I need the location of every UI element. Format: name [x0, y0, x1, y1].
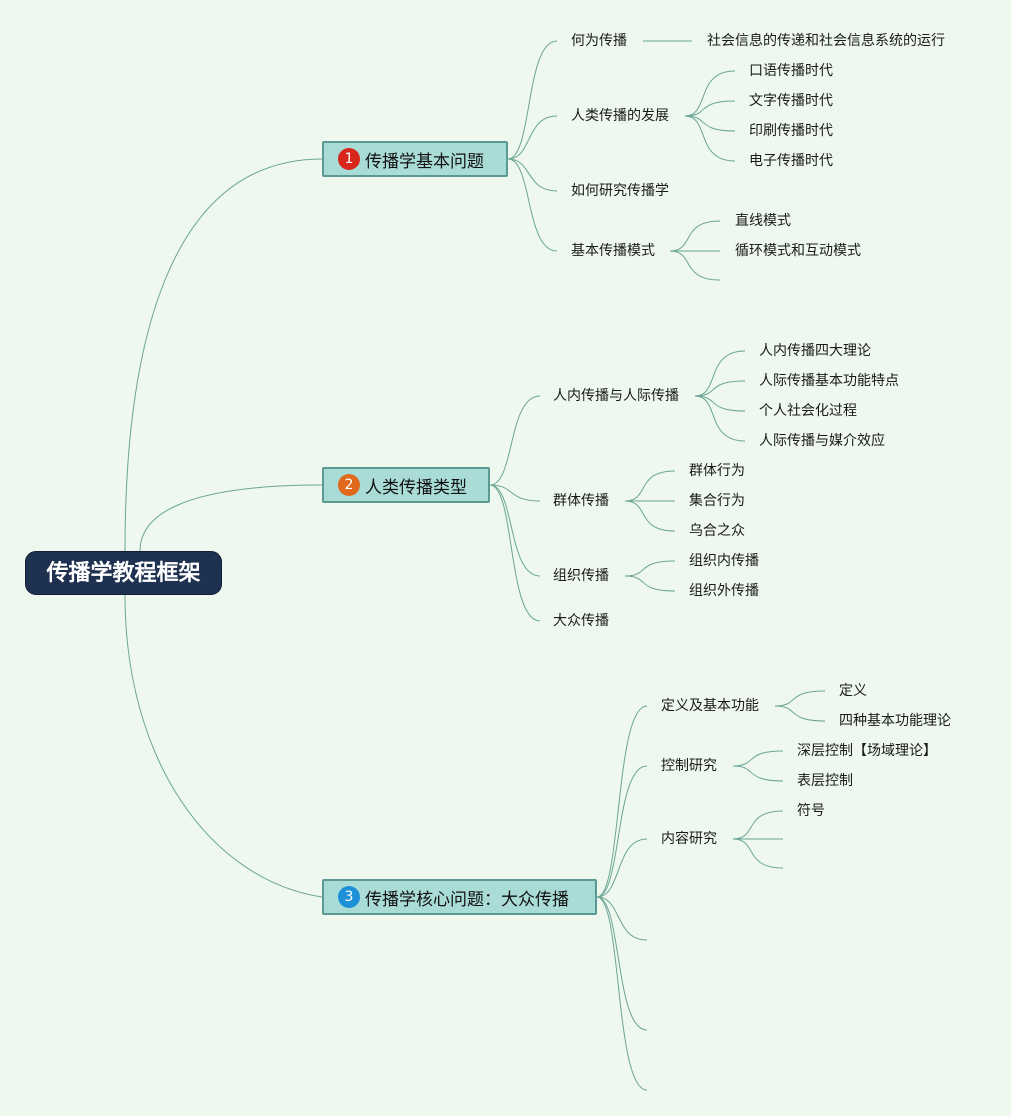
leaf-item[interactable]: 口语传播时代	[749, 63, 833, 79]
topic-communication-types[interactable]: 2 人类传播类型	[322, 467, 490, 503]
connector-topic3-sub3	[596, 896, 648, 941]
subtopic-content-research[interactable]: 内容研究	[661, 831, 717, 847]
connector-org-leaf1	[624, 575, 676, 592]
connector-intra-leaf1	[694, 380, 746, 397]
subtopic-basic-models[interactable]: 基本传播模式	[571, 243, 655, 259]
subtopic-development[interactable]: 人类传播的发展	[571, 108, 669, 124]
connector-control-leaf1	[732, 765, 784, 782]
leaf-item[interactable]: 人内传播四大理论	[759, 343, 871, 359]
connector-topic3-sub5	[596, 896, 648, 1091]
connector-topic2-sub0	[489, 395, 541, 486]
leaf-item[interactable]: 组织外传播	[689, 583, 759, 599]
subtopic-control-research[interactable]: 控制研究	[661, 758, 717, 774]
connector-content-leaf0	[732, 810, 784, 840]
connector-topic1-sub1	[507, 115, 558, 160]
topic-label: 传播学基本问题	[365, 151, 484, 172]
leaf-item[interactable]: 文字传播时代	[749, 93, 833, 109]
connector-control-leaf0	[732, 750, 784, 767]
connector-topic2-sub3	[489, 484, 541, 622]
subtopic-intrapersonal[interactable]: 人内传播与人际传播	[553, 388, 679, 404]
number-1-icon: 1	[338, 148, 360, 170]
connector-topic1-sub3	[507, 158, 558, 252]
connector-model-leaf0	[669, 220, 721, 252]
connector-topic3-sub1	[596, 765, 648, 898]
connector-model-leaf2	[669, 250, 721, 281]
connector-dev-leaf3	[684, 115, 736, 162]
leaf-item[interactable]: 四种基本功能理论	[839, 713, 951, 729]
leaf-item[interactable]: 组织内传播	[689, 553, 759, 569]
subtopic-mass[interactable]: 大众传播	[553, 613, 609, 629]
topic-basic-issues[interactable]: 1 传播学基本问题	[322, 141, 508, 177]
topic-label: 传播学核心问题：大众传播	[365, 889, 569, 910]
subtopic-group[interactable]: 群体传播	[553, 493, 609, 509]
connector-org-leaf0	[624, 560, 676, 577]
connector-dev-leaf0	[684, 70, 736, 117]
connector-topic2-sub2	[489, 484, 541, 577]
connector-topic3-sub0	[596, 705, 648, 898]
subtopic-organizational[interactable]: 组织传播	[553, 568, 609, 584]
leaf-item[interactable]: 直线模式	[735, 213, 791, 229]
connector-topic3-sub2	[596, 838, 648, 898]
connector-topic1-sub0	[507, 40, 558, 160]
connector-def-leaf1	[774, 705, 826, 722]
connector-intra-leaf0	[694, 350, 746, 397]
connector-root-topic1	[124, 158, 323, 552]
number-2-icon: 2	[338, 474, 360, 496]
leaf-item[interactable]: 符号	[797, 803, 825, 819]
connector-def-leaf0	[774, 690, 826, 707]
connector-topic2-sub1	[489, 484, 541, 502]
leaf-item[interactable]: 乌合之众	[689, 523, 745, 539]
leaf-item[interactable]: 群体行为	[689, 463, 745, 479]
leaf-item[interactable]: 定义	[839, 683, 867, 699]
leaf-item[interactable]: 个人社会化过程	[759, 403, 857, 419]
leaf-item[interactable]: 深层控制【场域理论】	[797, 743, 937, 759]
connector-intra-leaf2	[694, 395, 746, 412]
topic-label: 人类传播类型	[365, 477, 467, 498]
leaf-item[interactable]: 循环模式和互动模式	[735, 243, 861, 259]
subtopic-definition-functions[interactable]: 定义及基本功能	[661, 698, 759, 714]
connector-group-leaf2	[624, 500, 676, 532]
topic-mass-communication[interactable]: 3 传播学核心问题：大众传播	[322, 879, 597, 915]
connector-topic3-sub4	[596, 896, 648, 1031]
connector-topic1-sub2	[507, 158, 558, 192]
leaf-item[interactable]: 表层控制	[797, 773, 853, 789]
connector-dev-leaf1	[684, 100, 736, 117]
leaf-item[interactable]: 印刷传播时代	[749, 123, 833, 139]
connector-content-leaf2	[732, 838, 784, 869]
leaf-item[interactable]: 集合行为	[689, 493, 745, 509]
connector-dev-leaf2	[684, 115, 736, 132]
subtopic-what-is-communication[interactable]: 何为传播	[571, 33, 627, 49]
leaf-item[interactable]: 社会信息的传递和社会信息系统的运行	[707, 33, 945, 49]
number-3-icon: 3	[338, 886, 360, 908]
connector-root-topic2	[139, 484, 323, 552]
connector-group-leaf0	[624, 470, 676, 502]
root-node[interactable]: 传播学教程框架	[25, 551, 222, 595]
leaf-item[interactable]: 人际传播基本功能特点	[759, 373, 899, 389]
leaf-item[interactable]: 电子传播时代	[749, 153, 833, 169]
connector-intra-leaf3	[694, 395, 746, 442]
leaf-item[interactable]: 人际传播与媒介效应	[759, 433, 885, 449]
subtopic-how-to-research[interactable]: 如何研究传播学	[571, 183, 669, 199]
connector-root-topic3	[124, 594, 323, 898]
